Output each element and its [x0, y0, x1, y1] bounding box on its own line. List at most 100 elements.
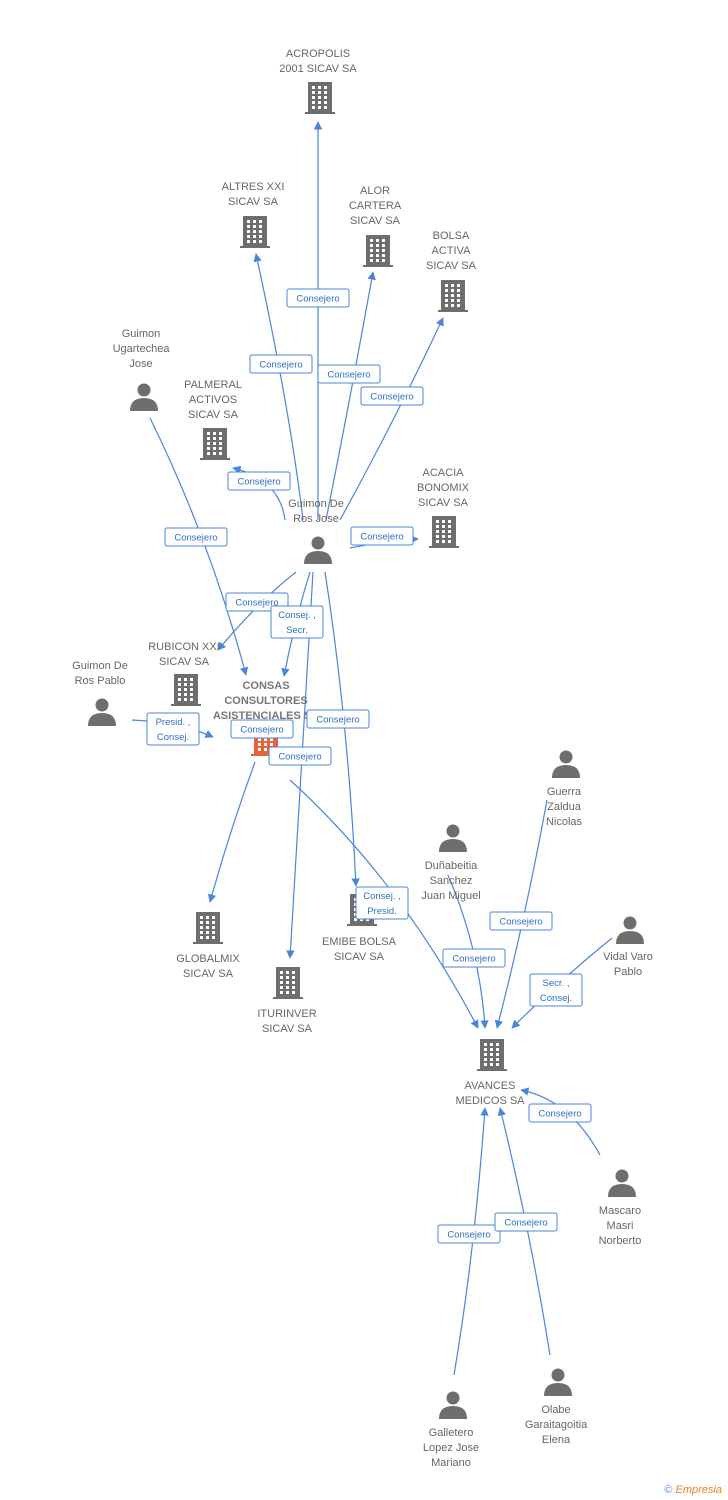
globalmix-label-line-2: SICAV SA: [183, 968, 234, 980]
avances-label-line-1: AVANCES: [465, 1080, 516, 1092]
copyright-symbol: ©: [664, 1484, 673, 1496]
edge-badge-guimon_jose-to-alor[interactable]: Consejero: [317, 364, 381, 384]
alor-label-line-1: ALOR: [360, 185, 390, 197]
edges-layer: [131, 121, 613, 1376]
bolsa-label-line-2: ACTIVA: [432, 245, 472, 257]
edge-badge-guimon_jose-to-acropolis[interactable]: Consejero: [286, 288, 350, 308]
edge-badge-text: Presid. ,: [156, 717, 191, 728]
edge-badge-text: Consej. ,: [363, 891, 401, 902]
acacia-label-line-2: BONOMIX: [417, 482, 470, 494]
guerra-person-icon[interactable]: [552, 750, 580, 779]
acropolis-building-icon[interactable]: [305, 82, 335, 114]
edge-guimon_jose-to-alor: [325, 271, 376, 521]
galletero-label-line-2: Lopez Jose: [423, 1442, 479, 1454]
edge-guimon_jose-to-altres: [253, 253, 304, 521]
dunabeitia-person-icon[interactable]: [439, 824, 467, 853]
globalmix-label-line-1: GLOBALMIX: [176, 953, 240, 965]
brand-logo-text[interactable]: Empresia: [675, 1484, 722, 1496]
edge-badge-guimon_ugartechea-to-consas[interactable]: Consejero: [164, 527, 228, 547]
edge-badge-text: Consejero: [174, 533, 217, 544]
guimon_ugartechea-person-icon[interactable]: [130, 383, 158, 412]
copyright-footer: © Empresia: [664, 1484, 722, 1496]
consas-label-line-1: CONSAS: [242, 680, 289, 692]
edge-badge-text: Consejero: [235, 598, 278, 609]
edge-badge-galletero-to-avances[interactable]: Consejero: [437, 1224, 501, 1244]
edge-galletero-to-avances: [453, 1107, 489, 1376]
guimon_pablo-label-line-2: Ros Pablo: [75, 675, 126, 687]
edge-guimon_jose-to-emibe: [324, 571, 360, 887]
rubicon-building-icon[interactable]: [171, 674, 201, 706]
acacia-building-icon[interactable]: [429, 516, 459, 548]
mascaro-person-icon[interactable]: [608, 1169, 636, 1198]
edge-badge-text: Secr.: [286, 625, 308, 636]
edge-badge-text: Consejero: [504, 1218, 547, 1229]
rubicon-label-line-2: SICAV SA: [159, 656, 210, 668]
avances-building-icon[interactable]: [477, 1039, 507, 1071]
altres-building-icon[interactable]: [240, 216, 270, 248]
dunabeitia-label-line-3: Juan Miguel: [421, 890, 480, 902]
edge-badge-guerra-to-avances[interactable]: Consejero: [489, 911, 553, 931]
palmeral-label-line-1: PALMERAL: [184, 379, 242, 391]
iturinver-building-icon[interactable]: [273, 967, 303, 999]
olabe-person-icon[interactable]: [544, 1368, 572, 1397]
palmeral-building-icon[interactable]: [200, 428, 230, 460]
edge-badge-mascaro-to-avances[interactable]: Consejero: [528, 1103, 592, 1123]
edge-badge-text: Consejero: [452, 954, 495, 965]
mascaro-label-line-2: Masri: [607, 1220, 634, 1232]
olabe-label-line-3: Elena: [542, 1434, 571, 1446]
edge-badge-text: Consej. ,: [278, 610, 316, 621]
edge-badge-guimon_jose-to-iturinver[interactable]: Consejero: [268, 746, 332, 766]
edge-badge-olabe-to-avances[interactable]: Consejero: [494, 1212, 558, 1232]
acropolis-label-line-2: 2001 SICAV SA: [279, 63, 357, 75]
edge-badge-guimon_jose-to-acacia[interactable]: Consejero: [350, 526, 414, 546]
edge-badge-text: Consej.: [157, 732, 189, 743]
acropolis-label-line-1: ACROPOLIS: [286, 48, 350, 60]
vidal-label-line-1: Vidal Varo: [603, 951, 653, 963]
edge-badge-guimon_pablo-to-consas[interactable]: Presid. , Consej.: [146, 712, 200, 746]
emibe-label-line-2: SICAV SA: [334, 951, 385, 963]
alor-building-icon[interactable]: [363, 235, 393, 267]
avances-label-line-2: MEDICOS SA: [455, 1095, 525, 1107]
edge-badge-text: Consejero: [240, 725, 283, 736]
olabe-label-line-1: Olabe: [541, 1404, 570, 1416]
edge-badge-guimon_jose-to-emibe[interactable]: Consejero: [306, 709, 370, 729]
consas-label-line-2: CONSULTORES: [224, 695, 307, 707]
dunabeitia-label-line-2: Sanchez: [430, 875, 473, 887]
altres-label-line-2: SICAV SA: [228, 196, 279, 208]
edge-badge-text: Consejero: [316, 715, 359, 726]
bolsa-label-line-3: SICAV SA: [426, 260, 477, 272]
olabe-label-line-2: Garaitagoitia: [525, 1419, 588, 1431]
alor-label-line-2: CARTERA: [349, 200, 402, 212]
mascaro-label-line-1: Mascaro: [599, 1205, 641, 1217]
edge-badge-text: Consejero: [538, 1109, 581, 1120]
edge-badge-consas-to-avances[interactable]: Consej. , Presid.: [355, 886, 409, 920]
galletero-person-icon[interactable]: [439, 1391, 467, 1420]
edge-badge-text: Secr. ,: [543, 978, 570, 989]
edge-badge-text: Consejero: [327, 370, 370, 381]
edge-badge-vidal-to-avances[interactable]: Secr. ,Consej.: [529, 973, 583, 1007]
vidal-person-icon[interactable]: [616, 916, 644, 945]
guimon_jose-person-icon[interactable]: [304, 536, 332, 565]
globalmix-building-icon[interactable]: [193, 912, 223, 944]
edge-badge-guimon_jose-to-altres[interactable]: Consejero: [249, 354, 313, 374]
edge-guimon_jose-to-bolsa: [339, 317, 444, 521]
edge-badge-consas-to-globalmix[interactable]: Consejero: [230, 719, 294, 739]
emibe-label-line-1: EMIBE BOLSA: [322, 936, 397, 948]
consas-label-line-3: ASISTENCIALES SA: [213, 710, 319, 722]
vidal-label-line-2: Pablo: [614, 966, 642, 978]
edge-badge-text: Presid.: [367, 906, 397, 917]
bolsa-building-icon[interactable]: [438, 280, 468, 312]
edge-badge-text: Consejero: [278, 752, 321, 763]
edge-badge-text: Consejero: [360, 532, 403, 543]
guimon_pablo-person-icon[interactable]: [88, 698, 116, 727]
badges-layer: ConsejeroConsejeroConsejeroConsejeroCons…: [146, 288, 592, 1244]
galletero-label-line-1: Galletero: [429, 1427, 474, 1439]
edge-badge-text: Consejero: [237, 477, 280, 488]
edge-badge-guimon_jose-to-bolsa[interactable]: Consejero: [360, 386, 424, 406]
edge-badge-dunabeitia-to-avances[interactable]: Consejero: [442, 948, 506, 968]
iturinver-label-line-1: ITURINVER: [257, 1008, 316, 1020]
edge-badge-guimon_jose-to-palmeral[interactable]: Consejero: [227, 471, 291, 491]
guimon_ugartechea-label-line-1: Guimon: [122, 328, 161, 340]
edge-badge-guimon_jose-to-consas[interactable]: Consej. , Secr.: [270, 605, 324, 639]
